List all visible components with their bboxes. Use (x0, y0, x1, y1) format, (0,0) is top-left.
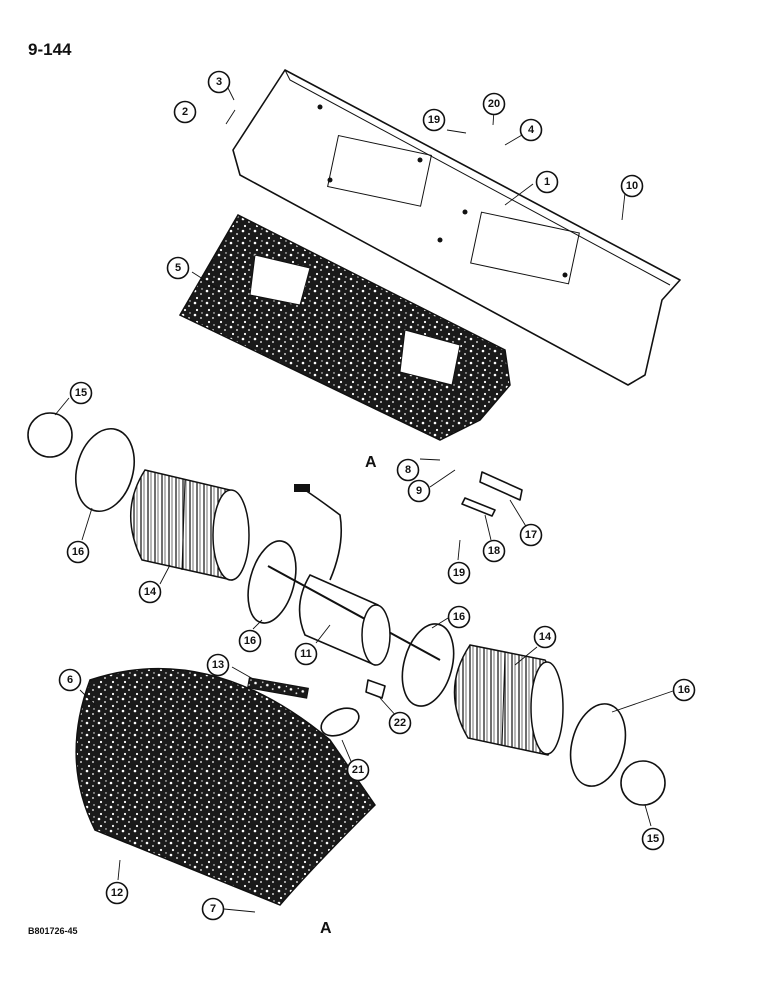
housing-panel (232, 69, 681, 386)
insulation-strip (247, 677, 309, 699)
callout-14-right: 14 (533, 625, 557, 649)
callout-8: 8 (396, 458, 420, 482)
svg-text:16: 16 (244, 635, 256, 647)
hose-clamp (320, 707, 360, 737)
callout-13: 13 (206, 653, 230, 677)
upper-insulation (178, 214, 511, 441)
page-number: 9-144 (28, 40, 72, 59)
ring-right-outer (569, 703, 627, 787)
callout-9: 9 (407, 479, 431, 503)
mounting-bracket (479, 471, 523, 501)
blower-motor (267, 484, 441, 666)
callout-12: 12 (105, 881, 129, 905)
svg-text:16: 16 (678, 684, 690, 696)
clamp-detail-right (620, 760, 666, 806)
svg-text:21: 21 (352, 764, 364, 776)
svg-text:4: 4 (528, 124, 535, 136)
svg-text:17: 17 (525, 529, 537, 541)
callout-7: 7 (201, 897, 225, 921)
svg-text:12: 12 (111, 887, 123, 899)
ring-left-outer (75, 427, 135, 513)
blower-wheel-right (453, 644, 564, 756)
svg-text:2: 2 (182, 106, 188, 118)
blower-wheel-left (130, 469, 250, 581)
callout-16-b: 16 (238, 629, 262, 653)
callout-22: 22 (388, 711, 412, 735)
ref-letter-a-lower: A (320, 920, 332, 937)
retainer-clip (365, 679, 386, 699)
svg-text:15: 15 (647, 833, 659, 845)
clamp-detail-left (27, 412, 73, 458)
svg-text:1: 1 (544, 176, 550, 188)
callout-1: 1 (535, 170, 559, 194)
callout-11: 11 (294, 642, 318, 666)
svg-text:3: 3 (216, 76, 222, 88)
callout-19-lower: 19 (447, 561, 471, 585)
callout-3: 3 (207, 70, 231, 94)
callout-16-c: 16 (447, 605, 471, 629)
callout-4: 4 (519, 118, 543, 142)
callout-15-left: 15 (69, 381, 93, 405)
svg-text:5: 5 (175, 262, 181, 274)
svg-text:7: 7 (210, 903, 216, 915)
svg-text:9: 9 (416, 485, 422, 497)
callout-18: 18 (482, 539, 506, 563)
svg-text:18: 18 (488, 545, 500, 557)
callout-15-right: 15 (641, 827, 665, 851)
ring-right-inner (401, 623, 455, 707)
ref-letter-a-upper: A (365, 454, 377, 471)
callout-5: 5 (166, 256, 190, 280)
svg-text:16: 16 (72, 546, 84, 558)
callout-14-left: 14 (138, 580, 162, 604)
svg-text:20: 20 (488, 98, 500, 110)
svg-text:22: 22 (394, 717, 406, 729)
mounting-plate (461, 497, 496, 517)
callout-2: 2 (173, 100, 197, 124)
svg-text:13: 13 (212, 659, 224, 671)
callout-19-upper: 19 (422, 108, 446, 132)
svg-text:14: 14 (144, 586, 157, 598)
lower-insulation (75, 667, 376, 906)
svg-text:11: 11 (300, 648, 312, 660)
callout-16-d: 16 (672, 678, 696, 702)
callout-10: 10 (620, 174, 644, 198)
svg-text:8: 8 (405, 464, 411, 476)
callout-17: 17 (519, 523, 543, 547)
svg-text:14: 14 (539, 631, 552, 643)
callout-20: 20 (482, 92, 506, 116)
ring-left-inner (247, 540, 297, 624)
svg-text:19: 19 (453, 567, 465, 579)
figure-id: B801726-45 (28, 926, 78, 936)
svg-text:16: 16 (453, 611, 465, 623)
svg-text:15: 15 (75, 387, 87, 399)
callout-16-a: 16 (66, 540, 90, 564)
svg-text:19: 19 (428, 114, 440, 126)
callout-21: 21 (346, 758, 370, 782)
svg-text:6: 6 (67, 674, 73, 686)
svg-text:10: 10 (626, 180, 638, 192)
callout-6: 6 (58, 668, 82, 692)
